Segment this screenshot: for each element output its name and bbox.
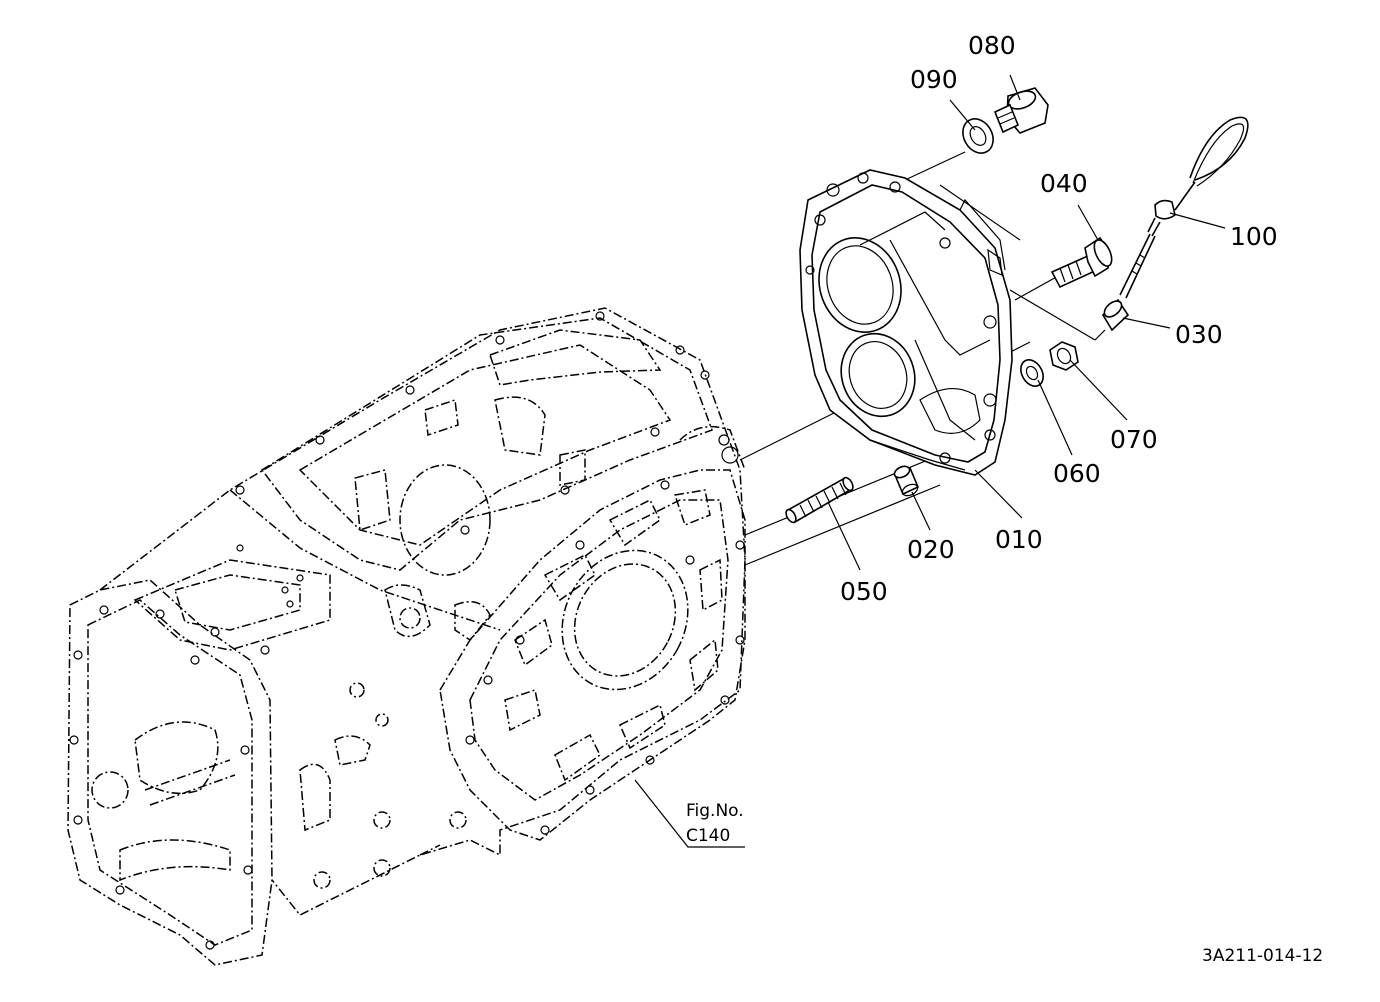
label-010: 010	[995, 525, 1043, 554]
part-070-nut	[1049, 341, 1079, 371]
label-040: 040	[1040, 169, 1088, 198]
label-080: 080	[968, 31, 1016, 60]
fig-ref-line1: Fig.No.	[686, 801, 744, 821]
part-030-collar	[1101, 298, 1130, 332]
transmission-case	[67, 307, 746, 966]
part-100-dipstick	[1119, 116, 1249, 299]
label-050: 050	[840, 577, 888, 606]
part-040-bolt	[1050, 236, 1113, 289]
leader-lines	[634, 74, 1226, 848]
part-050-stud	[785, 476, 854, 524]
drawing-code: 3A211-014-12	[1202, 946, 1323, 966]
label-100: 100	[1230, 222, 1278, 251]
label-060: 060	[1053, 459, 1101, 488]
label-070: 070	[1110, 425, 1158, 454]
part-090-washer	[962, 118, 994, 154]
label-090: 090	[910, 65, 958, 94]
label-030: 030	[1175, 320, 1223, 349]
part-labels: 080 090 040 100 030 070 060 010 020 050 …	[686, 31, 1323, 966]
part-080-plug	[993, 87, 1049, 134]
part-020-pin	[893, 465, 920, 497]
fig-ref-line2: C140	[686, 826, 730, 846]
label-020: 020	[907, 535, 955, 564]
part-060-lock-washer	[1020, 359, 1044, 387]
part-010-rear-housing	[799, 169, 1013, 476]
